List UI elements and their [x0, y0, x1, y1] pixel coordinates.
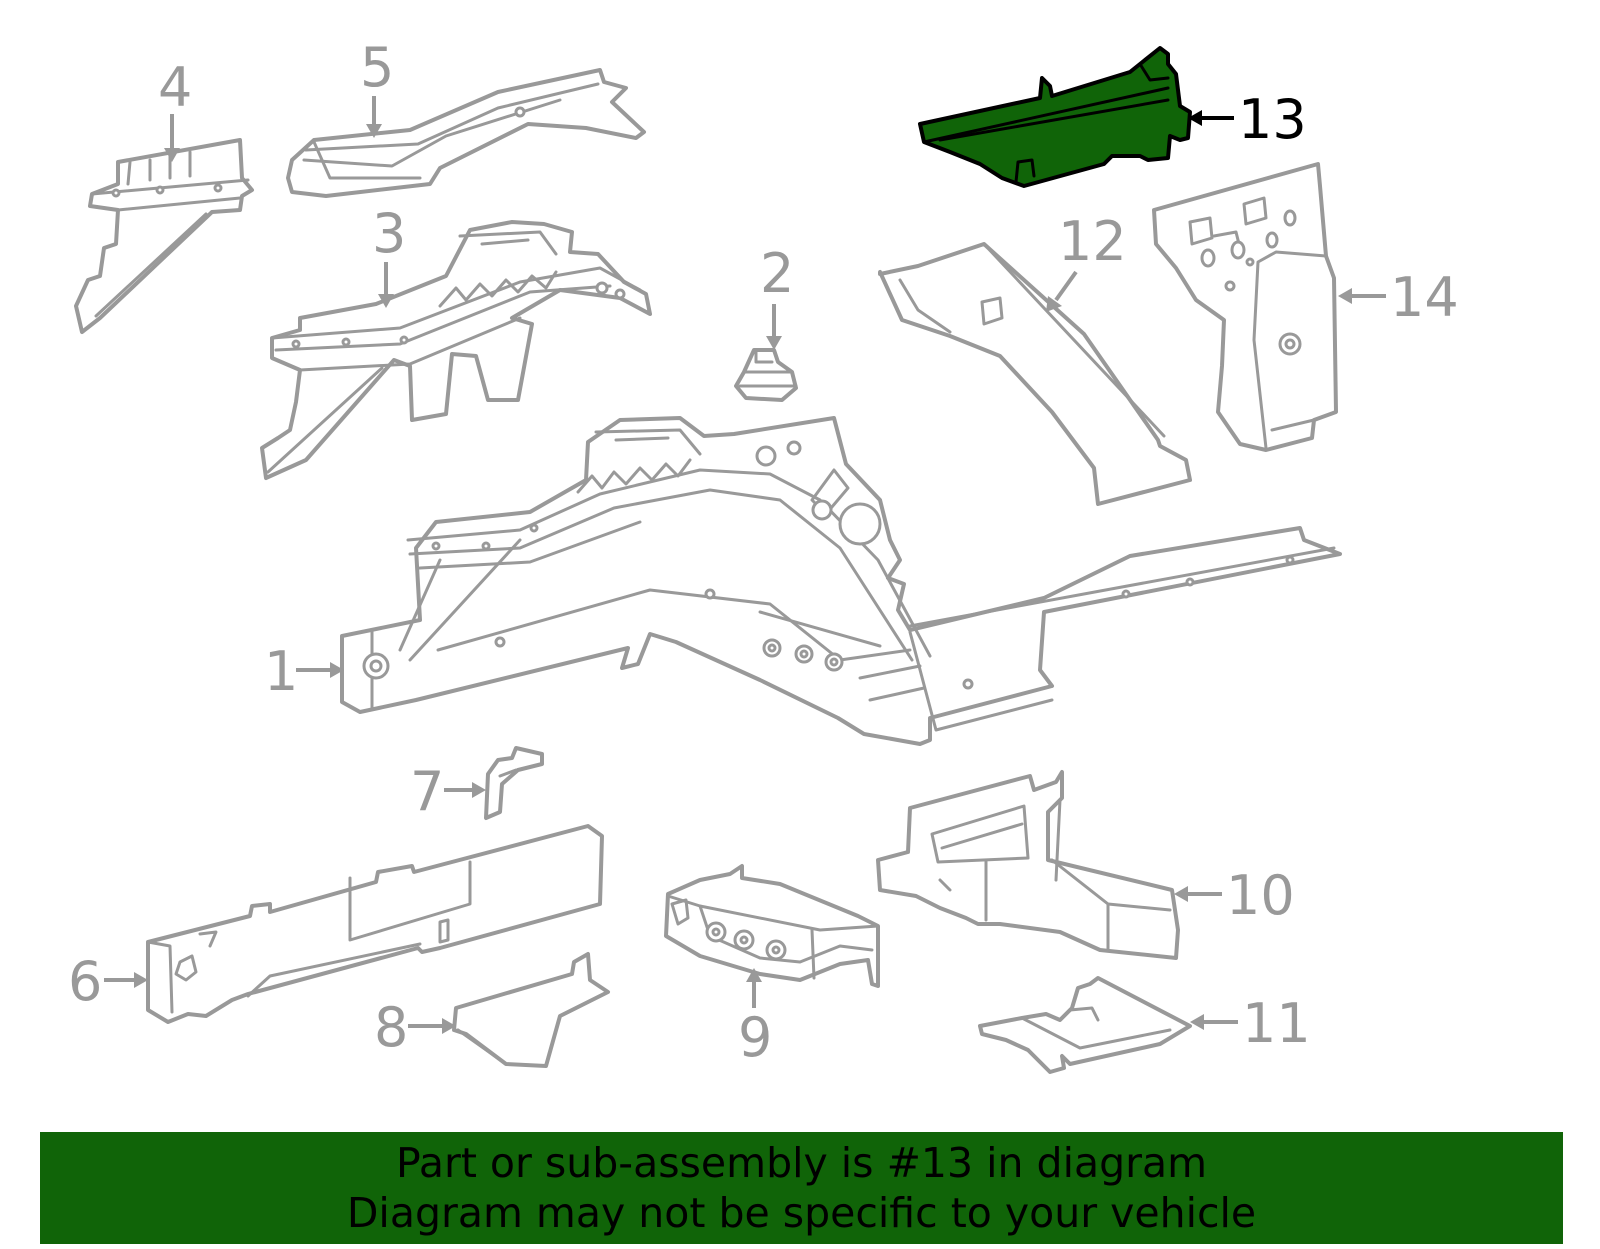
callout-3: 3	[372, 202, 406, 265]
part-12[interactable]	[878, 242, 1192, 506]
callout-9: 9	[738, 1006, 772, 1069]
callout-2: 2	[760, 242, 794, 305]
part-8[interactable]	[452, 952, 610, 1068]
part-10[interactable]	[876, 770, 1180, 960]
part-9[interactable]	[664, 864, 880, 988]
info-banner: Part or sub-assembly is #13 in diagram D…	[40, 1132, 1563, 1244]
part-2[interactable]	[734, 348, 798, 402]
callout-5: 5	[360, 36, 394, 99]
part-13[interactable]	[918, 46, 1192, 188]
part-7[interactable]	[484, 746, 544, 820]
callout-1: 1	[264, 640, 298, 703]
banner-line-2: Diagram may not be specific to your vehi…	[346, 1189, 1257, 1237]
callout-13: 13	[1238, 88, 1307, 151]
callout-7: 7	[410, 760, 444, 823]
part-3[interactable]	[260, 220, 652, 480]
callout-11: 11	[1242, 992, 1311, 1055]
part-5[interactable]	[286, 68, 646, 198]
leader-lines	[104, 96, 1386, 1034]
callout-6: 6	[68, 950, 102, 1013]
banner-line-1: Part or sub-assembly is #13 in diagram	[395, 1139, 1208, 1187]
part-1[interactable]	[340, 416, 1342, 746]
callout-8: 8	[374, 996, 408, 1059]
part-6[interactable]	[146, 824, 604, 1024]
callout-14: 14	[1390, 266, 1459, 329]
part-11[interactable]	[978, 976, 1192, 1074]
callout-4: 4	[158, 56, 192, 119]
callout-10: 10	[1226, 864, 1295, 927]
part-14[interactable]	[1152, 162, 1338, 452]
part-4[interactable]	[74, 138, 254, 334]
callout-labels: 1 2 3 4 5 6 7 8 9 10 11 12 13 14	[68, 36, 1459, 1069]
callout-12: 12	[1058, 210, 1127, 273]
